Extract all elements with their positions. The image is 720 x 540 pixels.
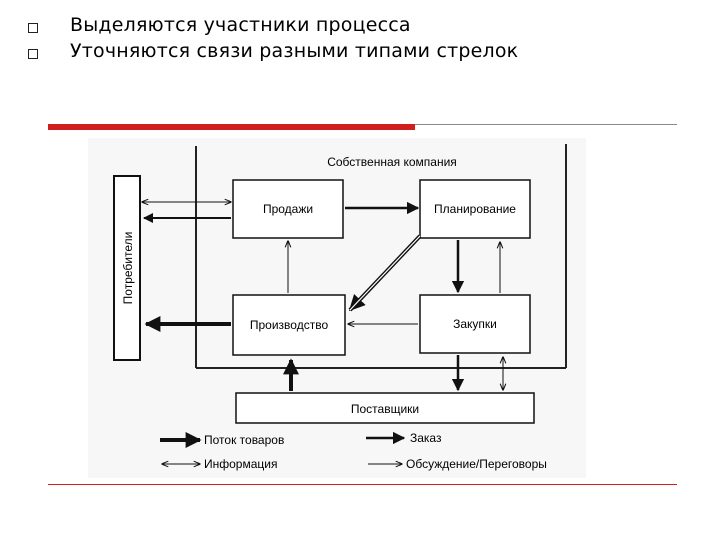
square-bullet-icon xyxy=(28,49,38,59)
legend-information-label: Информация xyxy=(204,457,277,471)
purchasing-label: Закупки xyxy=(453,317,497,331)
legend-order-label: Заказ xyxy=(410,431,442,445)
consumers-label: Потребители xyxy=(121,232,135,305)
consumers-box xyxy=(113,175,141,361)
bullet-text: Выделяются участники процесса xyxy=(70,14,411,36)
sales-label: Продажи xyxy=(263,202,313,216)
production-box xyxy=(232,294,346,356)
company-label: Собственная компания xyxy=(327,155,457,169)
suppliers-label: Поставщики xyxy=(351,402,419,416)
purchasing-box xyxy=(419,294,531,354)
process-diagram-figure: Собственная компания Потребители Продажи… xyxy=(88,138,586,478)
legend-goods-flow-label: Поток товаров xyxy=(204,433,284,447)
planning-label: Планирование xyxy=(434,202,516,216)
divider-line xyxy=(415,124,677,125)
process-diagram: Собственная компания Потребители Продажи… xyxy=(113,144,567,471)
accent-bar xyxy=(48,124,415,130)
legend-discussion-label: Обсуждение/Переговоры xyxy=(406,457,547,471)
suppliers-box xyxy=(235,392,535,424)
square-bullet-icon xyxy=(28,23,38,33)
bullet-text: Уточняются связи разными типами стрелок xyxy=(70,40,519,62)
double-line-inner xyxy=(349,235,421,311)
bottom-divider-line xyxy=(48,484,677,485)
production-label: Производство xyxy=(250,318,329,332)
sales-box xyxy=(232,179,344,239)
planning-box xyxy=(419,179,531,239)
